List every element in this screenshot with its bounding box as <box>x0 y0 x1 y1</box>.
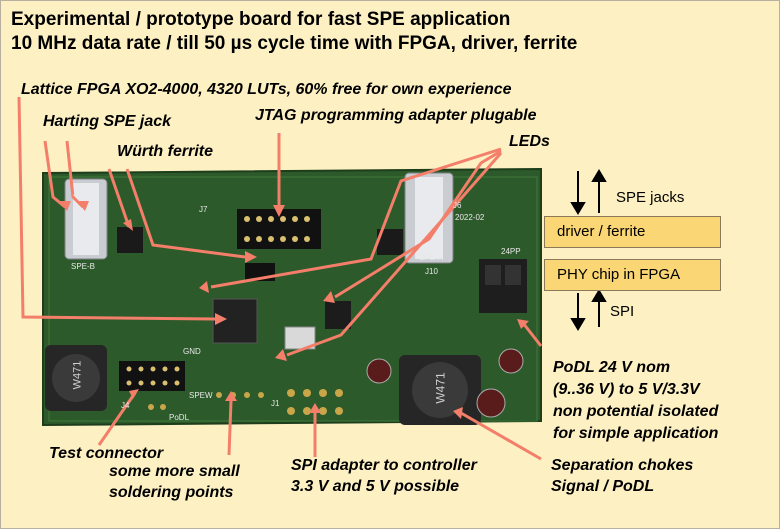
label-wurth: Würth ferrite <box>117 143 213 160</box>
label-fpga: Lattice FPGA XO2-4000, 4320 LUTs, 60% fr… <box>21 81 512 98</box>
silk-spew: SPEW <box>189 391 213 400</box>
fpga-chip <box>212 298 258 344</box>
silk-spe-a: SPE-A <box>419 253 444 262</box>
silk-24pp: 24PP <box>501 247 521 256</box>
label-spi-1: SPI adapter to controller <box>291 457 477 474</box>
silk-year: 2022-02 <box>455 213 485 222</box>
label-podl-4: for simple application <box>553 425 719 442</box>
label-leds: LEDs <box>509 133 550 150</box>
silk-j4: J4 <box>121 401 130 410</box>
label-jtag: JTAG programming adapter plugable <box>255 107 537 124</box>
label-chokes-1: Separation chokes <box>551 457 694 474</box>
label-podl-2: (9..36 V) to 5 V/3.3V <box>553 381 700 398</box>
ferrite-left <box>117 227 143 253</box>
label-spi-2: 3.3 V and 5 V possible <box>291 478 460 495</box>
silk-j1: J1 <box>271 399 280 408</box>
silk-j7: J7 <box>199 205 208 214</box>
label-harting: Harting SPE jack <box>43 113 172 130</box>
silk-inductor-right: W471 <box>433 372 448 404</box>
label-soldering-2: soldering points <box>109 484 234 501</box>
label-soldering-1: some more small <box>109 463 240 480</box>
silk-j10: J10 <box>425 267 438 276</box>
label-test: Test connector <box>49 445 164 462</box>
diagram-driver-box: driver / ferrite <box>544 216 721 248</box>
title-line-1: Experimental / prototype board for fast … <box>11 9 511 30</box>
silk-spe-b: SPE-B <box>71 262 96 271</box>
silk-inductor-left: W471 <box>71 360 84 390</box>
test-connector <box>119 361 185 391</box>
silk-j6: J6 <box>453 201 462 210</box>
silk-gnd: GND <box>183 347 201 356</box>
diagram-phy-box: PHY chip in FPGA <box>544 259 721 291</box>
diagram-spi: SPI <box>610 303 635 320</box>
silk-j11: J11 <box>73 189 86 198</box>
label-podl-3: non potential isolated <box>553 403 719 420</box>
callout-lines <box>17 96 543 461</box>
title-line-2: 10 MHz data rate / till 50 µs cycle time… <box>11 33 578 54</box>
diagram-arrows <box>570 169 607 331</box>
label-chokes-2: Signal / PoDL <box>551 478 655 495</box>
label-podl-1: PoDL 24 V nom <box>553 359 671 376</box>
diagram-spe-jacks: SPE jacks <box>616 189 685 206</box>
silk-podl: PoDL <box>169 413 190 422</box>
